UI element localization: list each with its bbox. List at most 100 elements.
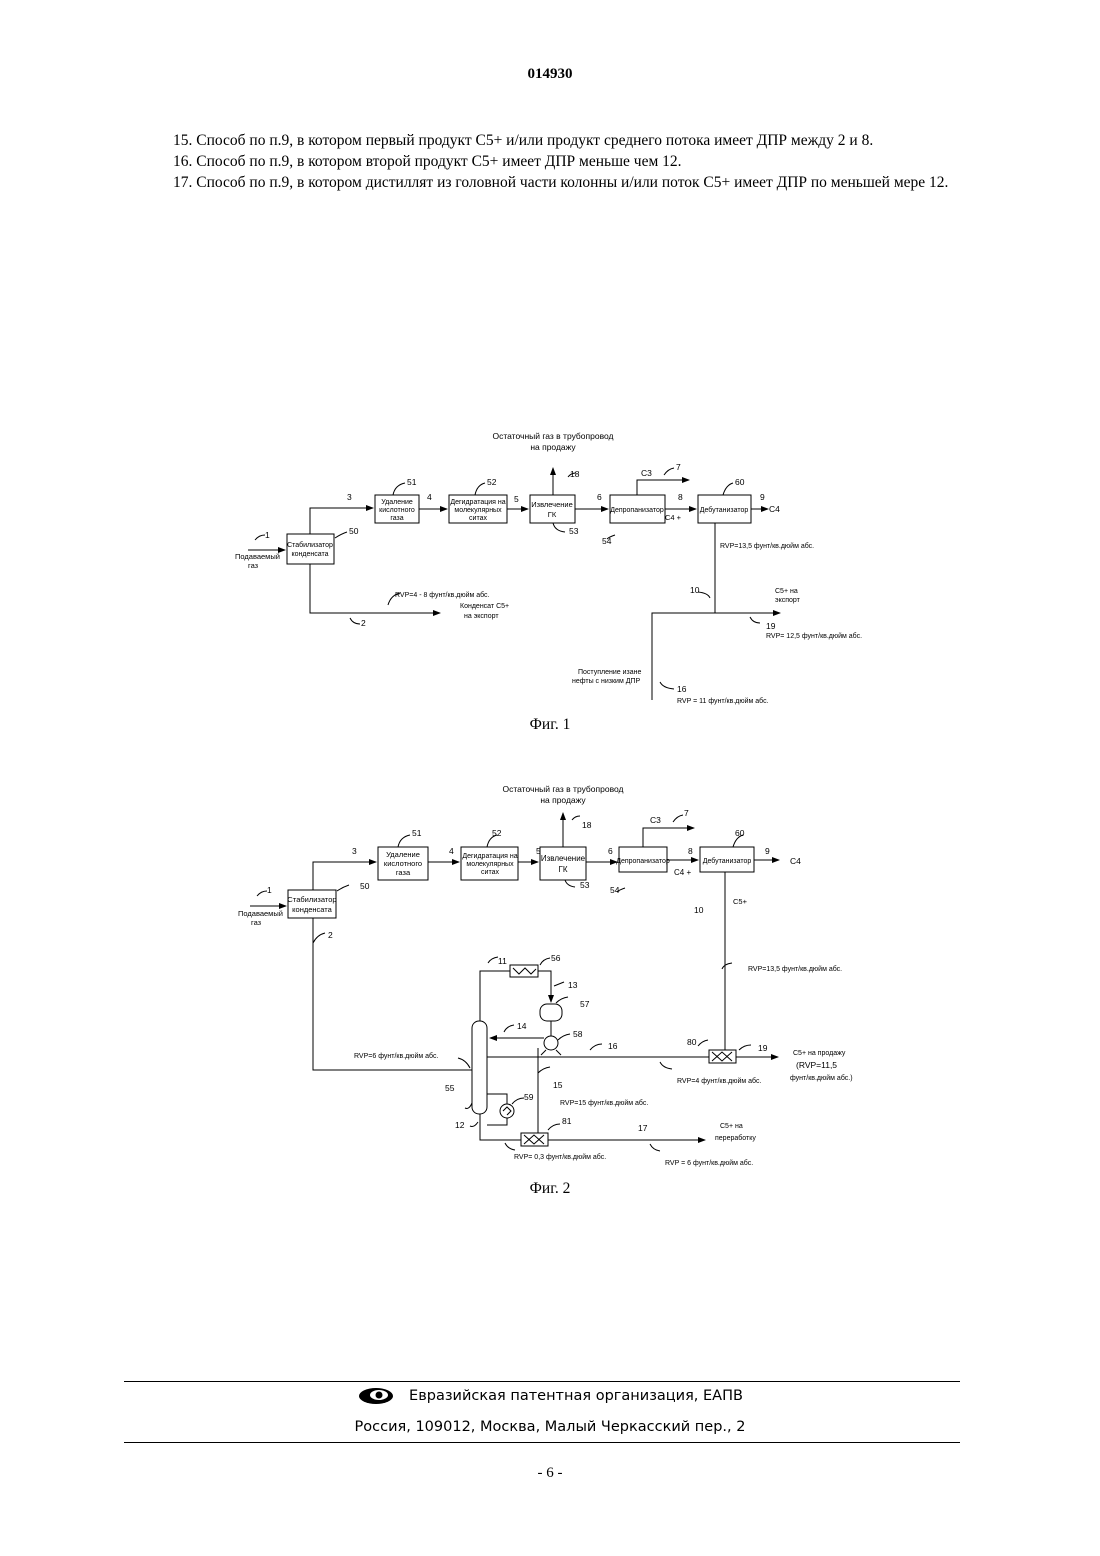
drum-57 [540,1004,562,1021]
stream-number: 2 [361,618,366,628]
rvp-13-5-label: RVP=13,5 фунт/кв.дюйм абс. [748,965,842,973]
sale-label-3: фунт/кв.дюйм абс.) [790,1074,853,1082]
debutanizer-label: Дебутанизатор [700,506,749,514]
acid-label-3: газа [396,868,411,877]
debutanizer-label: Дебутанизатор [703,857,752,865]
residual-gas-label: Остаточный газ в трубопровод [502,784,623,794]
ngl-label-2: ГК [548,510,557,519]
rvp-4-label: RVP=4 фунт/кв.дюйм абс. [677,1077,761,1085]
unit-number: 57 [580,999,590,1009]
residual-gas-label-2: на продажу [540,795,586,805]
stream-number: 19 [758,1043,768,1053]
cond-export-label-2: на экспорт [464,613,499,620]
processing-label: C5+ на [720,1123,743,1130]
ngl-recovery-box [540,847,586,880]
stream-number: 11 [498,956,507,966]
stream-number: 9 [760,492,765,502]
stream-number: 10 [694,905,704,915]
figure-1-diagram: Остаточный газ в трубопровод на продажу … [0,420,1100,710]
stabilizer-label-2: конденсата [291,551,328,558]
organization-name: Евразийская патентная организация, ЕАПВ [409,1388,743,1404]
stream-number: 18 [582,820,592,830]
feed-gas-label: Подаваемый [238,909,283,918]
unit-number: 50 [349,526,359,536]
c4-label: C4 [790,856,801,866]
footer-address: Россия, 109012, Москва, Малый Черкасский… [0,1419,1100,1435]
stream-number: 6 [597,492,602,502]
page-number: - 6 - [0,1465,1100,1482]
stream-number: 9 [765,846,770,856]
unit-number: 58 [573,1029,583,1039]
crude-label-2: нефты с низким ДПР [572,678,640,685]
claim-16: 16. Способ по п.9, в котором второй прод… [131,151,969,172]
dehyd-label-2: молекулярных [466,861,514,868]
stabilizer-label-2: конденсата [292,905,332,914]
sale-label-2: (RVP=11,5 [796,1060,837,1070]
unit-number: 51 [412,828,422,838]
stream-number: 16 [608,1041,618,1051]
stream-number: 7 [684,808,689,818]
footer-rule-top [124,1381,960,1382]
rvp-11-label: RVP = 11 фунт/кв.дюйм абс. [677,697,769,705]
residual-gas-label-2: на продажу [530,442,576,452]
figure-1-caption: Фиг. 1 [0,716,1100,734]
rvp-6-label: RVP=6 фунт/кв.дюйм абс. [354,1052,438,1060]
ngl-label: Извлечение [531,500,573,509]
dehyd-label-2: молекулярных [454,507,502,514]
stream-number: 5 [514,494,519,504]
acid-label: Удаление [381,499,413,506]
stream-number: 4 [449,846,454,856]
stream-number: 7 [676,462,681,472]
unit-number: 59 [524,1092,534,1102]
claim-15: 15. Способ по п.9, в котором первый прод… [131,130,969,151]
unit-number: 52 [492,828,502,838]
pump-58 [544,1036,558,1050]
stabilizer-label: Стабилизатор [287,541,333,549]
acid-label-3: газа [390,515,403,522]
c3-label: C3 [641,468,652,478]
dehyd-label: Дегидратация на [450,499,505,506]
stabilizer-box [287,534,334,564]
stream-number: 8 [678,492,683,502]
stream-number: 5 [536,846,541,856]
c4plus-label: C4 + [674,868,691,877]
stream-number: 15 [553,1080,563,1090]
stream-number: 2 [328,930,333,940]
figure-2-diagram: Остаточный газ в трубопровод на продажу … [0,778,1100,1178]
rvp-12-5-label: RVP= 12,5 фунт/кв.дюйм абс. [766,632,862,640]
depropanizer-label: Депропанизатор [616,858,670,865]
stream-number: 14 [517,1021,527,1031]
claims-text: 15. Способ по п.9, в котором первый прод… [131,130,969,193]
feed-gas-label-2: газ [248,561,259,570]
unit-number: 54 [610,885,620,895]
footer-rule-bottom [124,1442,960,1443]
rvp-0-3-label: RVP= 0,3 фунт/кв.дюйм абс. [514,1153,606,1161]
rvp-6b-label: RVP = 6 фунт/кв.дюйм абс. [665,1159,753,1167]
acid-label-2: кислотного [384,859,422,868]
unit-number: 51 [407,477,417,487]
cond-export-label: Конденсат C5+ [460,603,509,610]
ngl-label-2: ГК [559,865,568,874]
sale-label: C5+ на продажу [793,1050,846,1057]
c5plus-label: C5+ [733,897,748,906]
column-55 [472,1021,487,1114]
unit-number: 53 [580,880,590,890]
c3-label: C3 [650,815,661,825]
stream-number: 19 [766,621,776,631]
footer-organization: Евразийская патентная организация, ЕАПВ [0,1386,1100,1406]
unit-number: 50 [360,881,370,891]
stream-number: 17 [638,1123,648,1133]
feed-gas-label-2: газ [251,918,262,927]
unit-number: 54 [602,536,612,546]
c5-export-label: C5+ на [775,588,798,595]
unit-number: 81 [562,1116,572,1126]
stream-number: 12 [455,1120,465,1130]
stabilizer-label: Стабилизатор [287,895,336,904]
feed-gas-label: Подаваемый [235,552,280,561]
unit-number: 55 [445,1083,455,1093]
unit-number: 52 [487,477,497,487]
residual-gas-label: Остаточный газ в трубопровод [492,431,613,441]
c5-export-label-2: экспорт [775,597,801,604]
dehyd-label-3: ситах [481,869,499,876]
dehyd-label-3: ситах [469,515,487,522]
